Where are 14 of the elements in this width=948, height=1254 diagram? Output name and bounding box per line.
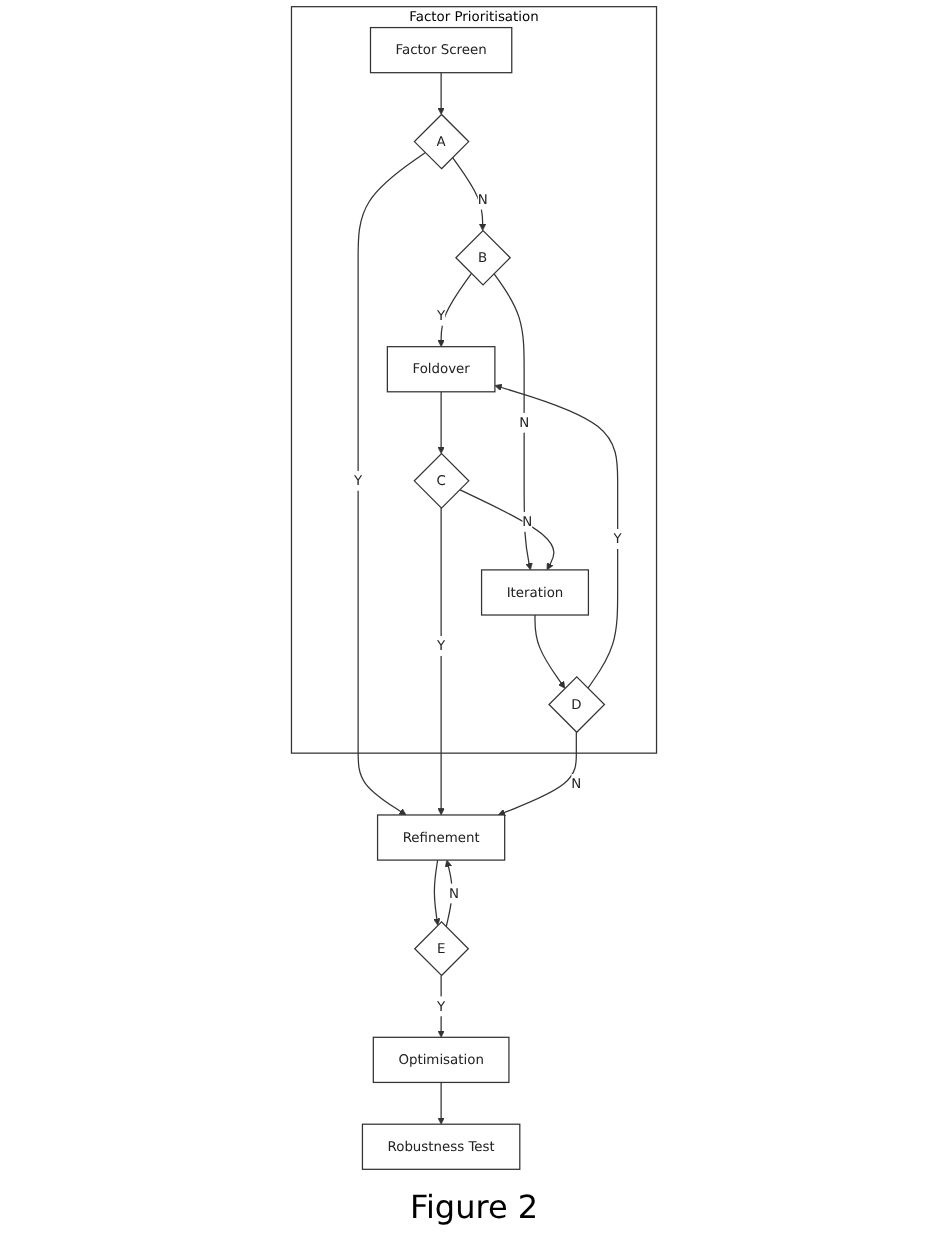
arrow <box>433 859 441 926</box>
arrow <box>493 272 533 571</box>
arrow <box>437 391 445 454</box>
arrow <box>437 72 445 115</box>
arrow <box>451 156 487 231</box>
arrow <box>494 383 619 689</box>
arrow <box>357 152 426 816</box>
arrow <box>437 507 445 816</box>
arrow <box>534 614 566 689</box>
arrow <box>437 1081 445 1125</box>
arrow <box>437 272 472 347</box>
arrow <box>458 489 555 571</box>
arrow <box>497 731 577 816</box>
figure-caption: Figure 2 <box>409 1186 539 1230</box>
